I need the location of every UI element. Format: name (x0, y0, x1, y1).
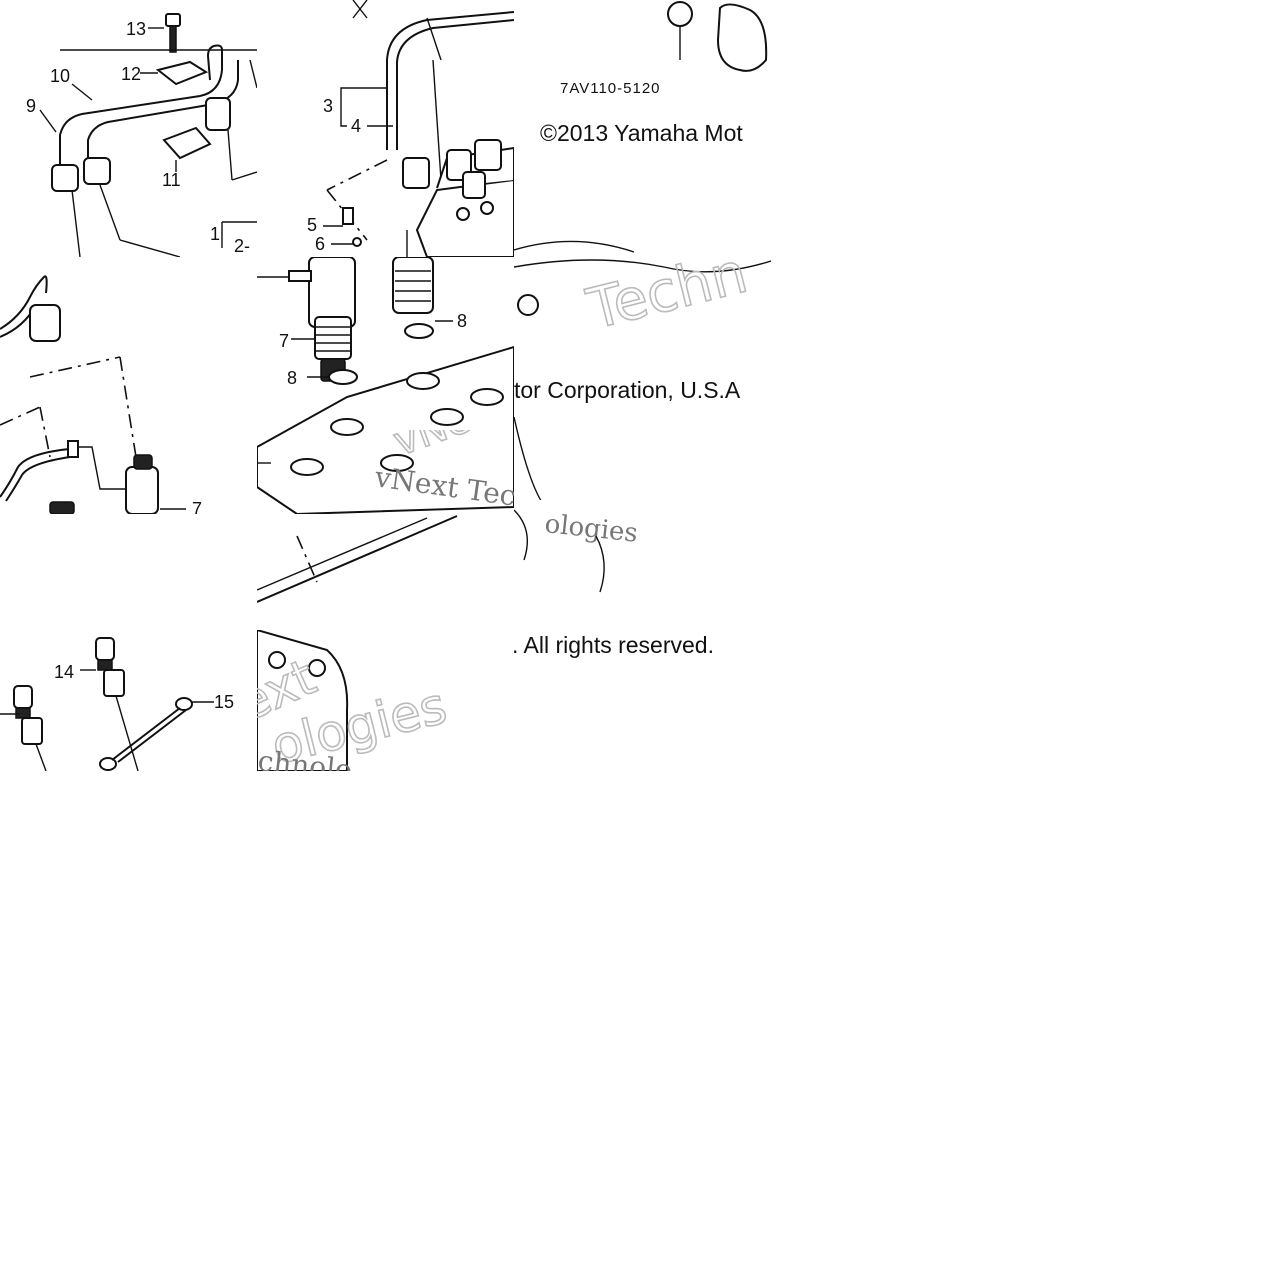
clamp-15-end-top (175, 697, 193, 711)
callout-14-lower: 14 (54, 662, 74, 682)
washer-6 (352, 237, 362, 247)
diagram-tile-injection-pump: 3 4 5 6 (257, 0, 514, 257)
nut-right (83, 157, 111, 185)
copyright-line-3: . All rights reserved. (512, 632, 714, 658)
callout-7-lower: 7 (192, 499, 202, 514)
pump-outlet-1 (402, 157, 430, 189)
bolt-13-head (165, 13, 181, 27)
watermark-ologies: ologies (543, 509, 639, 549)
nut-left (51, 164, 79, 192)
callout-10: 10 (50, 66, 70, 86)
copyright-line-1: ©2013 Yamaha Mot (540, 120, 743, 146)
clamp-12 (155, 60, 209, 86)
nozzle-5 (342, 207, 354, 225)
callout-8-right: 8 (457, 311, 467, 331)
nozzle-left (29, 304, 61, 342)
bolt-13-shank (169, 25, 177, 53)
diagram-tile-head-edge (257, 514, 514, 604)
watermark-vnext: vNext Tec (372, 460, 514, 513)
callout-12: 12 (121, 64, 141, 84)
callout-6: 6 (315, 234, 325, 254)
clamp-11 (162, 126, 212, 160)
callout-15: 15 (214, 692, 234, 712)
callout-13: 13 (126, 19, 146, 39)
diagram-tile-injector-side: 7 (0, 257, 257, 514)
diagram-tile-watermark-center: vNext Tec vNe (370, 430, 514, 514)
diagram-tile-watermark-bottom: ext ologies chnolo (257, 630, 477, 771)
diagram-tile-fuel-lines: 13 12 10 9 11 (0, 0, 257, 257)
watermark-techn: Techn (581, 257, 754, 343)
nut-top (205, 97, 231, 131)
diagram-tile-injectors: 7 8 8 14 (257, 257, 514, 514)
callout-7: 7 (279, 331, 289, 351)
callout-8-left: 8 (287, 368, 297, 388)
diagram-tile-watermark-right: Techn tor Corporation, U.S.A (514, 257, 771, 514)
callout-2: 2- (234, 236, 250, 256)
callout-5: 5 (307, 215, 317, 235)
callout-9: 9 (26, 96, 36, 116)
copyright-line-2: tor Corporation, U.S.A (514, 377, 741, 403)
callout-1: 1 (210, 224, 220, 244)
clamp-15-end-bottom (99, 757, 117, 771)
callout-3: 3 (323, 96, 333, 116)
injector-right-body (392, 257, 434, 314)
injector-7-lower (125, 466, 159, 514)
gasket-8-right (404, 323, 434, 339)
pump-outlet-4 (462, 171, 486, 199)
diagram-tile-ologies: ologies (514, 500, 771, 600)
pump-outlet-3 (474, 139, 502, 171)
cylinder-head (257, 345, 514, 514)
part-code: 7AV110-5120 (560, 80, 661, 97)
watermark-vne: vNe (388, 430, 477, 465)
callout-4: 4 (351, 116, 361, 136)
gasket-8-left (328, 369, 358, 385)
callout-11: 11 (162, 170, 181, 190)
diagram-tile-glow-plugs: 14 15 (0, 630, 257, 771)
diagram-tile-header: 7AV110-5120 ©2013 Yamaha Mot (514, 0, 771, 257)
